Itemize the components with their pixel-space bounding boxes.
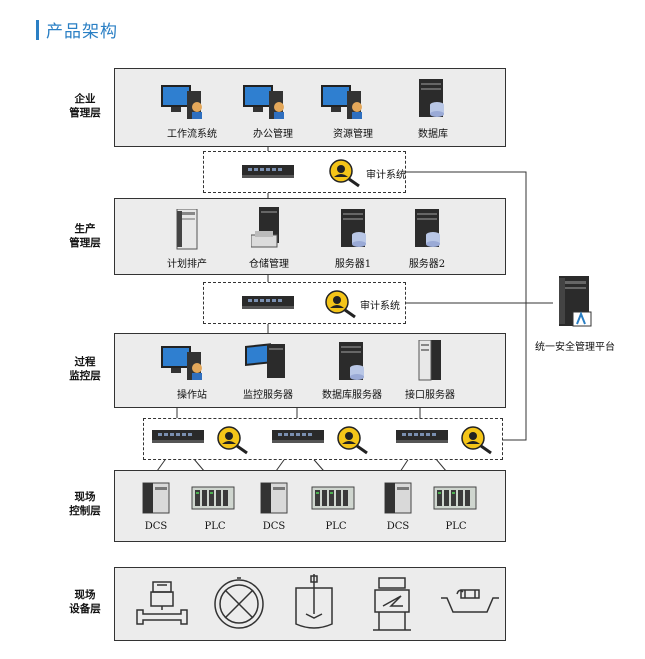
production-layer: 计划排产 仓储管理 服务器1 服务器2 xyxy=(114,198,506,275)
interface-server-icon xyxy=(418,340,441,381)
audit-group-3 xyxy=(143,418,503,460)
switch-icon xyxy=(242,296,294,309)
process-item-label: 监控服务器 xyxy=(243,390,293,401)
field-device-layer xyxy=(114,567,506,641)
process-item-label: 数据库服务器 xyxy=(322,390,382,401)
field-control-label: DCS xyxy=(144,521,168,532)
workstation-icon xyxy=(243,85,284,119)
switch-icon xyxy=(152,430,204,443)
dcs-controller-icon xyxy=(142,482,170,514)
flowmeter-icon xyxy=(136,581,188,625)
production-item-label: 仓储管理 xyxy=(249,259,289,270)
database-server-icon xyxy=(339,342,364,380)
enterprise-item-label: 工作流系统 xyxy=(167,129,217,140)
process-layer-label: 过程 监控层 xyxy=(69,356,101,382)
page-title: 产品架构 xyxy=(46,22,118,42)
audit-group-1: 审计系统 xyxy=(203,151,406,193)
audit-icon xyxy=(329,159,360,188)
tank-icon xyxy=(441,589,499,613)
field-control-label: PLC xyxy=(445,521,467,532)
field-control-label: PLC xyxy=(204,521,226,532)
audit-icon xyxy=(325,290,356,319)
plc-controller-icon xyxy=(191,486,235,510)
enterprise-layer: 工作流系统 办公管理 资源管理 数据库 xyxy=(114,68,506,147)
switch-icon xyxy=(272,430,324,443)
audit-system-label: 审计系统 xyxy=(366,170,406,181)
server-tower-icon xyxy=(176,209,198,250)
valve-icon xyxy=(214,577,264,629)
enterprise-layer-label: 企业 管理层 xyxy=(69,93,101,119)
enterprise-item-label: 资源管理 xyxy=(333,129,373,140)
workstation-icon xyxy=(161,346,202,380)
production-item-label: 计划排产 xyxy=(167,259,207,270)
platform-label: 统一安全管理平台 xyxy=(535,342,615,353)
audit-system-label: 审计系统 xyxy=(360,301,400,312)
server-icon xyxy=(341,209,366,247)
process-layer: 操作站 监控服务器 数据库服务器 接口服务器 xyxy=(114,333,506,408)
field-device-layer-label: 现场 设备层 xyxy=(69,589,101,615)
plc-controller-icon xyxy=(433,486,477,510)
reactor-icon xyxy=(295,574,333,629)
field-control-label: PLC xyxy=(325,521,347,532)
field-control-layer-label: 现场 控制层 xyxy=(69,491,101,517)
production-item-label: 服务器1 xyxy=(334,259,372,270)
dcs-controller-icon xyxy=(384,482,412,514)
monitor-server-icon xyxy=(245,343,285,378)
field-control-layer: DCS PLC DCS PLC DCS PLC xyxy=(114,470,506,542)
workstation-icon xyxy=(161,85,202,119)
production-layer-label: 生产 管理层 xyxy=(69,223,101,249)
field-control-label: DCS xyxy=(262,521,286,532)
audit-icon xyxy=(217,426,248,455)
plc-controller-icon xyxy=(311,486,355,510)
database-server-icon xyxy=(419,79,444,117)
dcs-controller-icon xyxy=(260,482,288,514)
switch-icon xyxy=(242,165,294,178)
enterprise-item-label: 办公管理 xyxy=(253,129,293,140)
production-item-label: 服务器2 xyxy=(408,259,446,270)
switch-icon xyxy=(396,430,448,443)
server-icon xyxy=(415,209,440,247)
process-item-label: 操作站 xyxy=(177,390,207,401)
enterprise-item-label: 数据库 xyxy=(418,129,448,140)
security-platform-server-icon xyxy=(559,276,592,327)
field-control-label: DCS xyxy=(386,521,410,532)
workstation-icon xyxy=(321,85,362,119)
process-item-label: 接口服务器 xyxy=(405,390,455,401)
heat-exchanger-icon xyxy=(373,577,411,631)
audit-icon xyxy=(461,426,492,455)
warehouse-server-icon xyxy=(251,207,279,248)
audit-icon xyxy=(337,426,368,455)
title-accent-bar xyxy=(36,20,39,40)
audit-group-2: 审计系统 xyxy=(203,282,406,324)
